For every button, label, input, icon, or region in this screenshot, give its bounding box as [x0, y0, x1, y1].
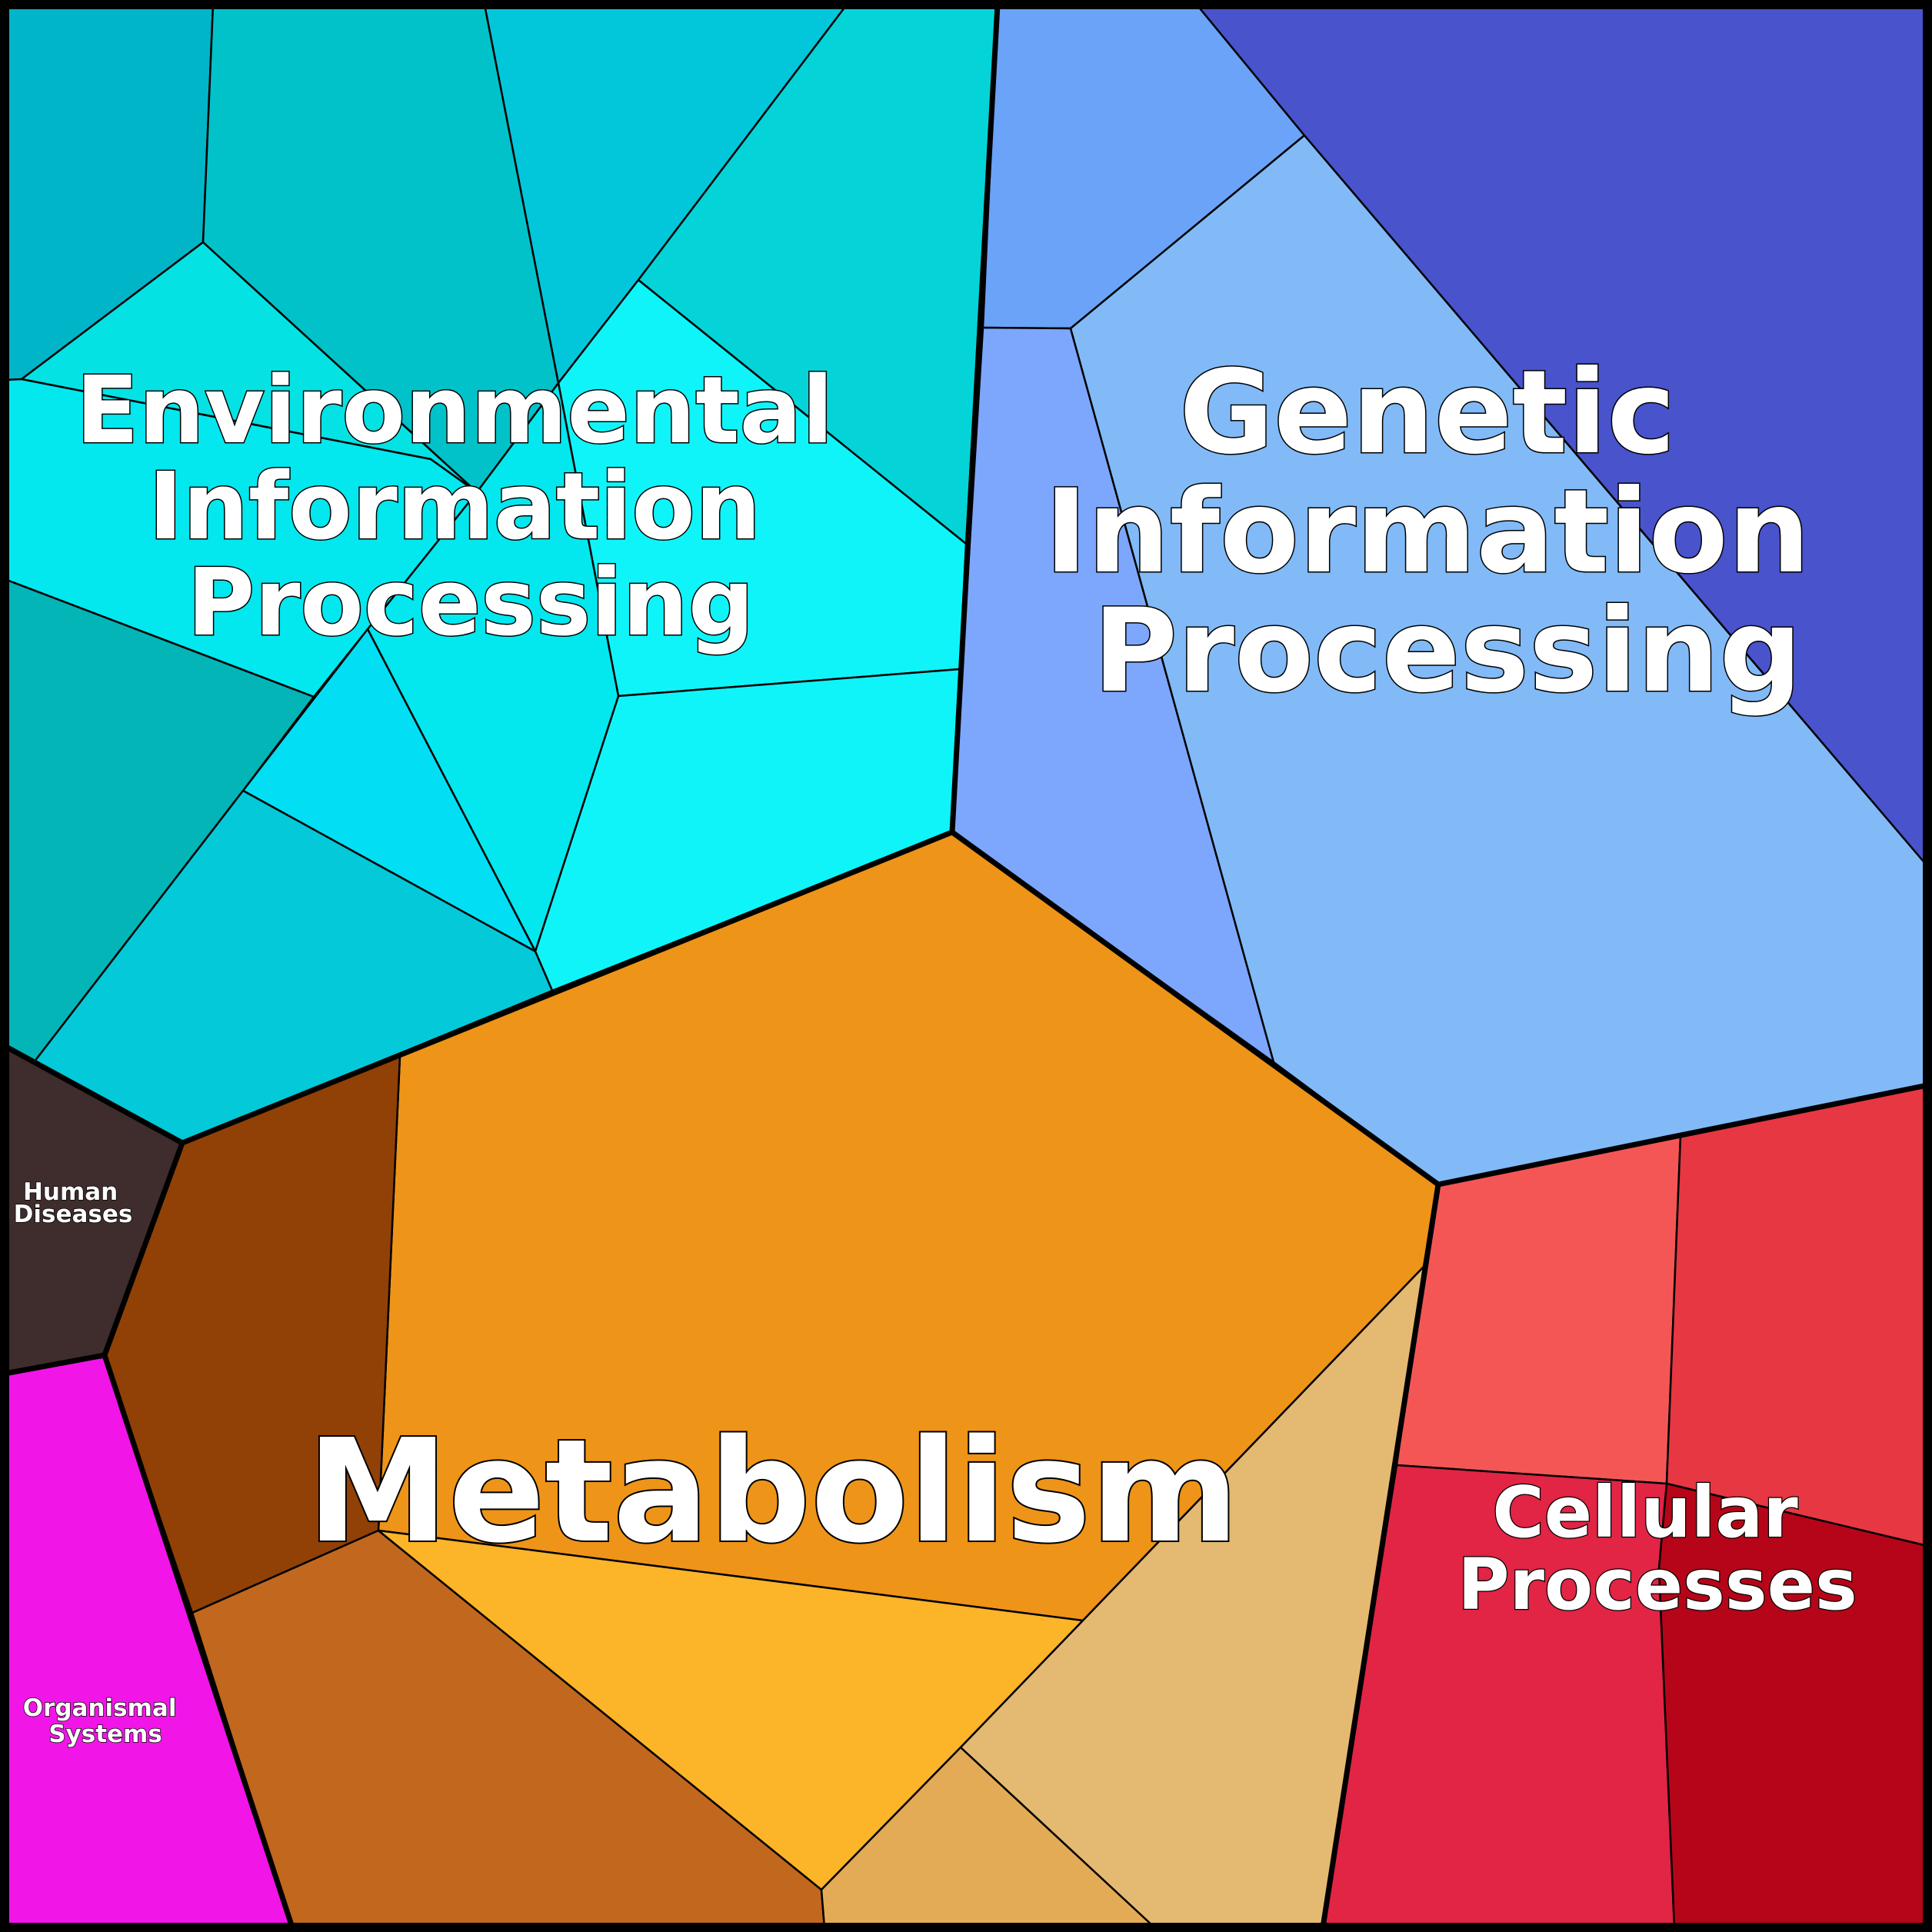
- label-genetic: Genetic Information Processing: [1044, 346, 1850, 718]
- genetic-region: [951, 3, 1929, 1186]
- label-environmental: Environmental Information Processing: [76, 358, 866, 657]
- label-organismal: Organismal Systems: [23, 1694, 185, 1748]
- environmental-region: [3, 3, 999, 1144]
- label-cellular: Cellular Processes: [1457, 1471, 1857, 1626]
- category-borders: [3, 4, 1928, 1929]
- cellular-region: [1321, 1084, 1929, 1929]
- label-metabolism: Metabolism: [307, 1408, 1239, 1574]
- label-human-diseases: Human Diseases: [14, 1178, 133, 1228]
- metabolism-region: [103, 831, 1440, 1929]
